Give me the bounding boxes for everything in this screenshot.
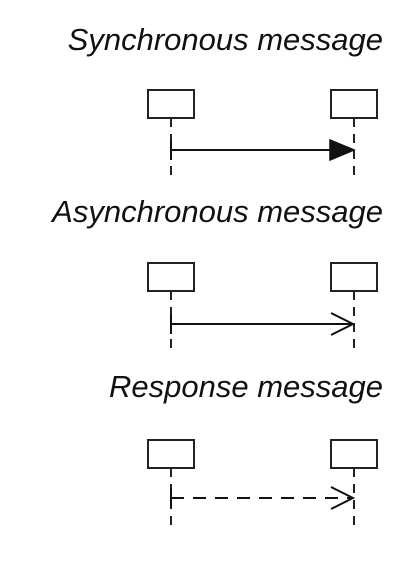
response-message-title: Response message [109,369,383,404]
sender-object-box [147,439,195,469]
sender-object-box [147,262,195,292]
asynchronous-message-title: Asynchronous message [50,194,383,229]
synchronous-message-section: Synchronous message [68,22,383,180]
receiver-object-box [330,89,378,119]
open-arrowhead-icon [330,312,356,336]
asynchronous-message-section: Asynchronous message [50,194,383,355]
synchronous-message-title: Synchronous message [68,22,383,57]
open-arrowhead-icon [330,486,356,510]
sender-object-box [147,89,195,119]
response-message-section: Response message [109,369,383,532]
filled-arrowhead-icon [329,138,356,162]
receiver-object-box [330,262,378,292]
receiver-object-box [330,439,378,469]
